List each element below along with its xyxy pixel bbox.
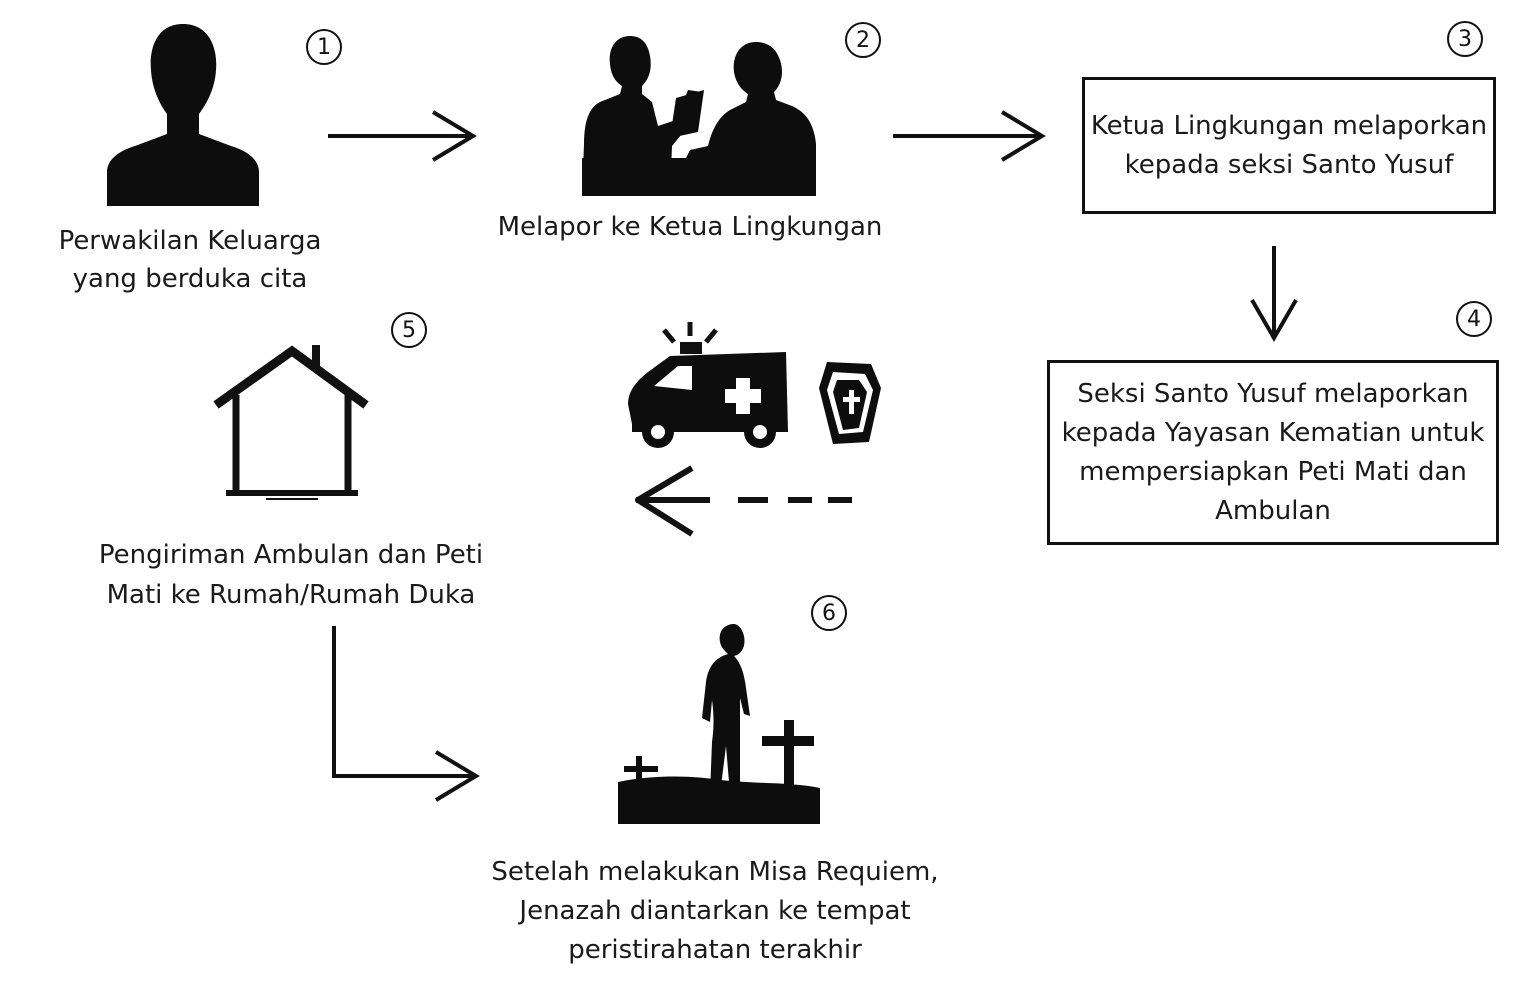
box-line: Ambulan	[1215, 495, 1331, 526]
two-people-talking-icon	[582, 36, 816, 196]
caption-line: Pengiriman Ambulan dan Peti	[98, 540, 484, 570]
box-line: Ketua Lingkungan melaporkan	[1090, 110, 1488, 141]
caption-line: Perwakilan Keluarga	[58, 226, 322, 256]
caption-line: yang berduka cita	[72, 264, 308, 294]
step-number-badge: 5	[391, 312, 427, 348]
arrow-right-icon	[328, 110, 477, 162]
step-2-caption: Melapor ke Ketua Lingkungan	[480, 208, 900, 246]
step-number-badge: 3	[1447, 21, 1483, 57]
caption-line: Jenazah diantarkan ke tempat	[519, 896, 911, 926]
step-number-badge: 1	[306, 29, 342, 65]
caption-line: Mati ke Rumah/Rumah Duka	[106, 580, 476, 610]
person-silhouette-icon	[107, 24, 259, 206]
step-4-box: Seksi Santo Yusuf melaporkan kepada Yaya…	[1047, 360, 1499, 545]
dashed-arrow-left-icon	[635, 465, 852, 537]
box-line: mempersiapkan Peti Mati dan	[1079, 456, 1467, 487]
mourner-at-grave-icon	[618, 624, 820, 824]
step-number-badge: 2	[845, 22, 881, 58]
ambulance-icon	[628, 322, 788, 448]
elbow-arrow-right-icon	[332, 626, 480, 802]
box-line: kepada Yayasan Kematian untuk	[1061, 417, 1485, 448]
step-1-caption: Perwakilan Keluarga yang berduka cita	[40, 222, 340, 298]
step-6-caption: Setelah melakukan Misa Requiem, Jenazah …	[470, 853, 960, 970]
step-number-badge: 4	[1456, 301, 1492, 337]
house-icon	[213, 345, 369, 500]
step-number-badge: 6	[811, 595, 847, 631]
coffin-icon	[819, 362, 881, 444]
caption-line: Melapor ke Ketua Lingkungan	[497, 212, 883, 242]
arrow-down-icon	[1250, 246, 1298, 342]
caption-line: Setelah melakukan Misa Requiem,	[491, 857, 939, 887]
box-line: kepada seksi Santo Yusuf	[1124, 149, 1454, 180]
arrow-right-icon	[893, 110, 1046, 162]
step-5-caption: Pengiriman Ambulan dan Peti Mati ke Ruma…	[76, 535, 506, 615]
step-3-box: Ketua Lingkungan melaporkan kepada seksi…	[1082, 77, 1496, 214]
box-line: Seksi Santo Yusuf melaporkan	[1077, 378, 1469, 409]
caption-line: peristirahatan terakhir	[568, 935, 862, 965]
